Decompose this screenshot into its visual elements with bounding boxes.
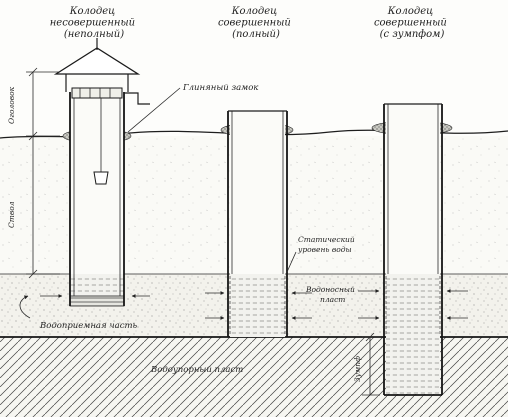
windlass-crank: [124, 92, 150, 105]
flow-arrows: [40, 289, 468, 320]
intake-pointer-arrow: [19, 295, 31, 319]
well-roof: [53, 47, 141, 75]
bucket: [93, 171, 109, 185]
clay-lock-leader: [127, 87, 181, 133]
head-label: Оголовок: [7, 86, 16, 124]
well-complete: [220, 110, 294, 337]
water-in-well-3: [386, 274, 440, 394]
water-in-well-2: [230, 274, 285, 337]
aquiclude-label: Водоупорный пласт: [150, 365, 243, 375]
well-incomplete: [53, 38, 150, 307]
static-level-leader: [286, 251, 297, 273]
well-2-title: Колодец совершенный (полный): [218, 6, 294, 40]
intake-label: Водоприемная часть: [39, 321, 138, 331]
shaft-label: Ствол: [7, 201, 16, 228]
windlass-drum: [71, 87, 123, 99]
shaft-1-interior: [70, 78, 124, 306]
dimension-lines: [26, 67, 380, 400]
well-with-sump: [371, 103, 453, 396]
aquifer-label: Водоносный пласт: [305, 285, 357, 304]
filter-bottom-1: [69, 295, 125, 307]
well-1-title: Колодец несовершенный (неполный): [50, 6, 139, 40]
sump-label: Зумпф: [353, 356, 362, 382]
well-3-title: Колодец совершенный (с зумпфом): [374, 6, 450, 40]
clay-lock-label: Глиняный замок: [182, 83, 259, 93]
static-level-label: Статический уровень воды: [297, 235, 357, 254]
